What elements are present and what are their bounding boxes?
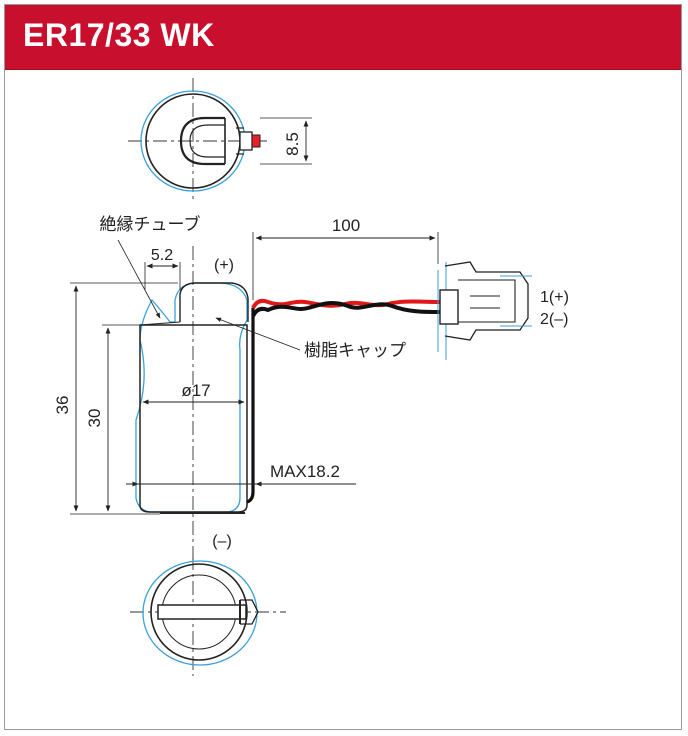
connector-block bbox=[439, 289, 459, 325]
resin-cap-leader bbox=[215, 317, 301, 351]
bottom-outer-circle bbox=[150, 563, 248, 661]
dim-body-height: 30 bbox=[85, 409, 104, 428]
insulation-tube-label: 絶縁チューブ bbox=[100, 214, 201, 234]
top-terminal-inner bbox=[189, 124, 225, 158]
positive-label: (+) bbox=[214, 257, 234, 274]
cell-shoulder bbox=[139, 321, 181, 326]
bottom-terminal-strip bbox=[157, 604, 247, 620]
bottom-view bbox=[130, 556, 286, 676]
resin-cap-label: 樹脂キャップ bbox=[304, 341, 406, 360]
dim-diameter: ø17 bbox=[181, 381, 210, 400]
resin-cap-shape bbox=[179, 282, 249, 322]
wire-connector bbox=[437, 261, 532, 360]
diagram-frame: ER17/33 WK bbox=[4, 4, 682, 730]
dim-max-width: MAX18.2 bbox=[270, 462, 340, 481]
pin-1-label: 1(+) bbox=[540, 289, 569, 306]
side-view: 1(+) 2(–) 100 (+) 絶縁チューブ 5.2 樹脂キャップ 36 3… bbox=[53, 214, 569, 560]
pin-2-label: 2(–) bbox=[540, 311, 568, 328]
dim-total-height: 36 bbox=[53, 396, 72, 415]
dim-connector-height: 8.5 bbox=[283, 132, 302, 156]
page-title: ER17/33 WK bbox=[23, 17, 215, 53]
top-terminal-tab bbox=[179, 116, 225, 166]
top-connector-body bbox=[239, 131, 253, 151]
twisted-wire-black bbox=[251, 300, 441, 317]
top-connector-red bbox=[251, 134, 261, 148]
top-view: 8.5 bbox=[128, 78, 312, 200]
insulation-tube-outline bbox=[135, 282, 248, 513]
connector-inner bbox=[458, 279, 516, 323]
header-bar: ER17/33 WK bbox=[5, 5, 681, 70]
dim-cap-width: 5.2 bbox=[151, 247, 173, 264]
connector-housing bbox=[444, 261, 529, 341]
negative-label: (–) bbox=[212, 533, 232, 550]
insulation-tube-leader bbox=[117, 239, 161, 319]
connector-blue-edge bbox=[500, 275, 532, 327]
bottom-terminal-tab bbox=[240, 599, 259, 625]
dim-lead-length: 100 bbox=[332, 216, 360, 235]
negative-lead-wire bbox=[246, 308, 255, 504]
